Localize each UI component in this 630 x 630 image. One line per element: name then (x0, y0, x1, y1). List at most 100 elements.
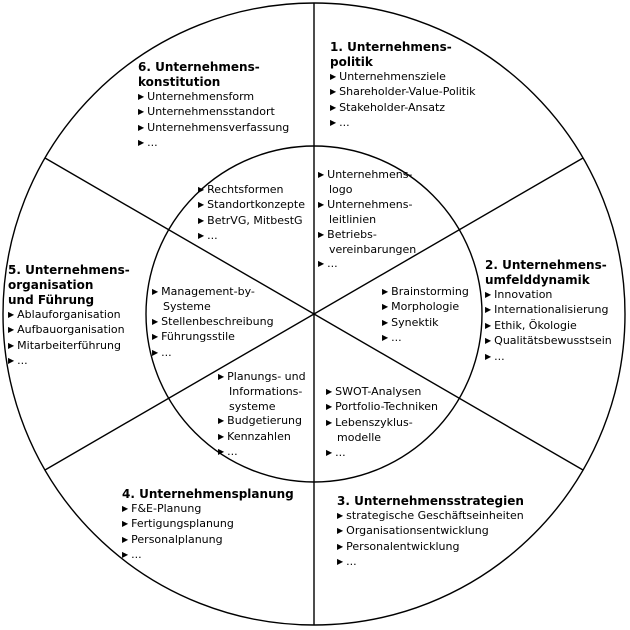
outer-segment-item: ▶Internationalisierung (485, 303, 612, 318)
outer-segment-item-text: Organisationsentwicklung (346, 524, 489, 538)
outer-segment-item-text: ... (147, 136, 158, 150)
inner-segment-item: ▶... (318, 257, 416, 272)
inner-segment-item: logo (318, 183, 416, 197)
outer-segment-item: ▶Unternehmensform (138, 90, 289, 105)
inner-segment-item-text: Stellenbeschreibung (161, 314, 274, 328)
inner-segment-5: ▶Management-by-Systeme▶Stellenbeschreibu… (152, 285, 274, 361)
bullet-triangle-icon: ▶ (382, 333, 389, 343)
outer-segment-title-line: 2. Unternehmens- (485, 258, 607, 272)
bullet-triangle-icon: ▶ (318, 229, 325, 239)
inner-segment-item: ▶Stellenbeschreibung (152, 315, 274, 330)
outer-segment-item: ▶Innovation (485, 288, 612, 303)
inner-segment-item: ▶Management-by- (152, 285, 274, 300)
bullet-triangle-icon: ▶ (330, 118, 337, 128)
outer-segment-item-text: Fertigungsplanung (131, 517, 234, 531)
outer-segment-item: ▶... (138, 136, 289, 151)
bullet-triangle-icon: ▶ (198, 215, 205, 225)
outer-segment-item-text: Unternehmensziele (339, 70, 446, 83)
inner-segment-item: modelle (326, 431, 438, 445)
bullet-triangle-icon: ▶ (318, 199, 325, 209)
outer-segment-item: ▶Mitarbeiterführung (8, 339, 130, 354)
bullet-triangle-icon: ▶ (485, 290, 492, 299)
bullet-triangle-icon: ▶ (152, 316, 159, 326)
bullet-triangle-icon: ▶ (218, 416, 225, 426)
bullet-triangle-icon: ▶ (218, 447, 225, 457)
inner-segment-item: ▶Synektik (382, 316, 469, 331)
bullet-triangle-icon: ▶ (485, 320, 492, 330)
inner-segment-item: ▶Morphologie (382, 300, 469, 315)
outer-segment-item: ▶F&E-Planung (122, 502, 294, 517)
outer-segment-item: ▶Qualitätsbewusstsein (485, 334, 612, 349)
inner-segment-item: ▶Budgetierung (218, 414, 306, 429)
inner-segment-item-text: Unternehmens- (327, 197, 413, 211)
outer-segment-item-text: Shareholder-Value-Politik (339, 85, 476, 99)
outer-segment-title-line: organisation (8, 278, 94, 292)
bullet-triangle-icon: ▶ (326, 387, 333, 396)
outer-segment-item: ▶Aufbauorganisation (8, 323, 130, 338)
inner-segment-item: ▶Planungs- und (218, 370, 306, 385)
bullet-triangle-icon: ▶ (318, 170, 325, 179)
inner-segment-item: systeme (218, 400, 306, 414)
bullet-triangle-icon: ▶ (337, 557, 344, 567)
bullet-triangle-icon: ▶ (485, 351, 492, 361)
inner-segment-item: ▶Kennzahlen (218, 430, 306, 445)
bullet-triangle-icon: ▶ (337, 511, 344, 520)
outer-segment-2: 2. Unternehmens-umfelddynamik▶Innovation… (485, 258, 612, 365)
bullet-triangle-icon: ▶ (198, 231, 205, 241)
outer-segment-4: 4. Unternehmensplanung▶F&E-Planung▶Ferti… (122, 487, 294, 564)
outer-segment-item-text: Stakeholder-Ansatz (339, 100, 446, 114)
inner-segment-item-text: Brainstorming (391, 285, 469, 298)
bullet-triangle-icon: ▶ (337, 541, 344, 551)
inner-segment-item: ▶... (198, 229, 305, 244)
inner-segment-item-text: Lebenszyklus- (335, 415, 413, 429)
outer-segment-item: ▶Shareholder-Value-Politik (330, 85, 476, 100)
outer-segment-title-line: 5. Unternehmens- (8, 263, 130, 277)
outer-segment-item-text: ... (131, 548, 142, 562)
outer-segment-item-text: ... (339, 116, 350, 130)
bullet-triangle-icon: ▶ (8, 325, 15, 335)
bullet-triangle-icon: ▶ (326, 402, 333, 412)
inner-segment-item: ▶... (218, 445, 306, 460)
bullet-triangle-icon: ▶ (122, 504, 129, 513)
inner-segment-item: leitlinien (318, 213, 416, 227)
inner-segment-item-text: SWOT-Analysen (335, 385, 422, 398)
outer-segment-item-text: ... (17, 354, 28, 368)
outer-segment-item-text: Personalentwicklung (346, 539, 460, 553)
outer-segment-item: ▶Ethik, Ökologie (485, 319, 612, 334)
outer-segment-item-text: Ablauforganisation (17, 308, 121, 321)
inner-segment-item-text: Informations- (229, 385, 303, 399)
inner-segment-item-text: Management-by- (161, 285, 255, 298)
outer-segment-title-line: 3. Unternehmensstrategien (337, 494, 524, 508)
inner-segment-item-text: Unternehmens- (327, 168, 413, 181)
inner-segment-item-text: Planungs- und (227, 370, 306, 383)
bullet-triangle-icon: ▶ (152, 332, 159, 342)
outer-segment-item: ▶Stakeholder-Ansatz (330, 101, 476, 116)
inner-segment-item: ▶Unternehmens- (318, 168, 416, 183)
bullet-triangle-icon: ▶ (218, 372, 225, 381)
outer-segment-item-text: Unternehmensverfassung (147, 120, 290, 134)
outer-segment-item-text: Unternehmensform (147, 90, 255, 103)
inner-segment-3: ▶SWOT-Analysen▶Portfolio-Techniken▶Leben… (326, 385, 438, 461)
outer-segment-6: 6. Unternehmens-konstitution▶Unternehmen… (138, 60, 289, 152)
bullet-triangle-icon: ▶ (8, 310, 15, 319)
outer-segment-item: ▶Ablauforganisation (8, 308, 130, 323)
inner-segment-2: ▶Brainstorming▶Morphologie▶Synektik▶... (382, 285, 469, 347)
outer-segment-3: 3. Unternehmensstrategien▶strategische G… (337, 494, 524, 571)
bullet-triangle-icon: ▶ (138, 107, 145, 117)
outer-segment-item-text: strategische Geschäftseinheiten (346, 509, 524, 522)
bullet-triangle-icon: ▶ (198, 200, 205, 210)
inner-segment-item-text: Kennzahlen (227, 429, 291, 443)
outer-segment-item-text: Qualitätsbewusstsein (494, 334, 612, 348)
inner-segment-item: ▶... (152, 346, 274, 361)
outer-segment-1: 1. Unternehmens-politik▶Unternehmensziel… (330, 40, 476, 132)
inner-segment-item-text: Portfolio-Techniken (335, 400, 438, 414)
bullet-triangle-icon: ▶ (138, 92, 145, 101)
inner-segment-item: ▶Führungsstile (152, 330, 274, 345)
inner-segment-item-text: ... (335, 445, 346, 459)
outer-segment-item: ▶Unternehmensverfassung (138, 121, 289, 136)
divider-diagonal-b (44, 157, 584, 471)
inner-segment-item: ▶Unternehmens- (318, 198, 416, 213)
inner-segment-item-text: Betriebs- (327, 227, 377, 241)
inner-segment-item-text: vereinbarungen (329, 243, 417, 257)
outer-segment-item-text: ... (494, 349, 505, 363)
